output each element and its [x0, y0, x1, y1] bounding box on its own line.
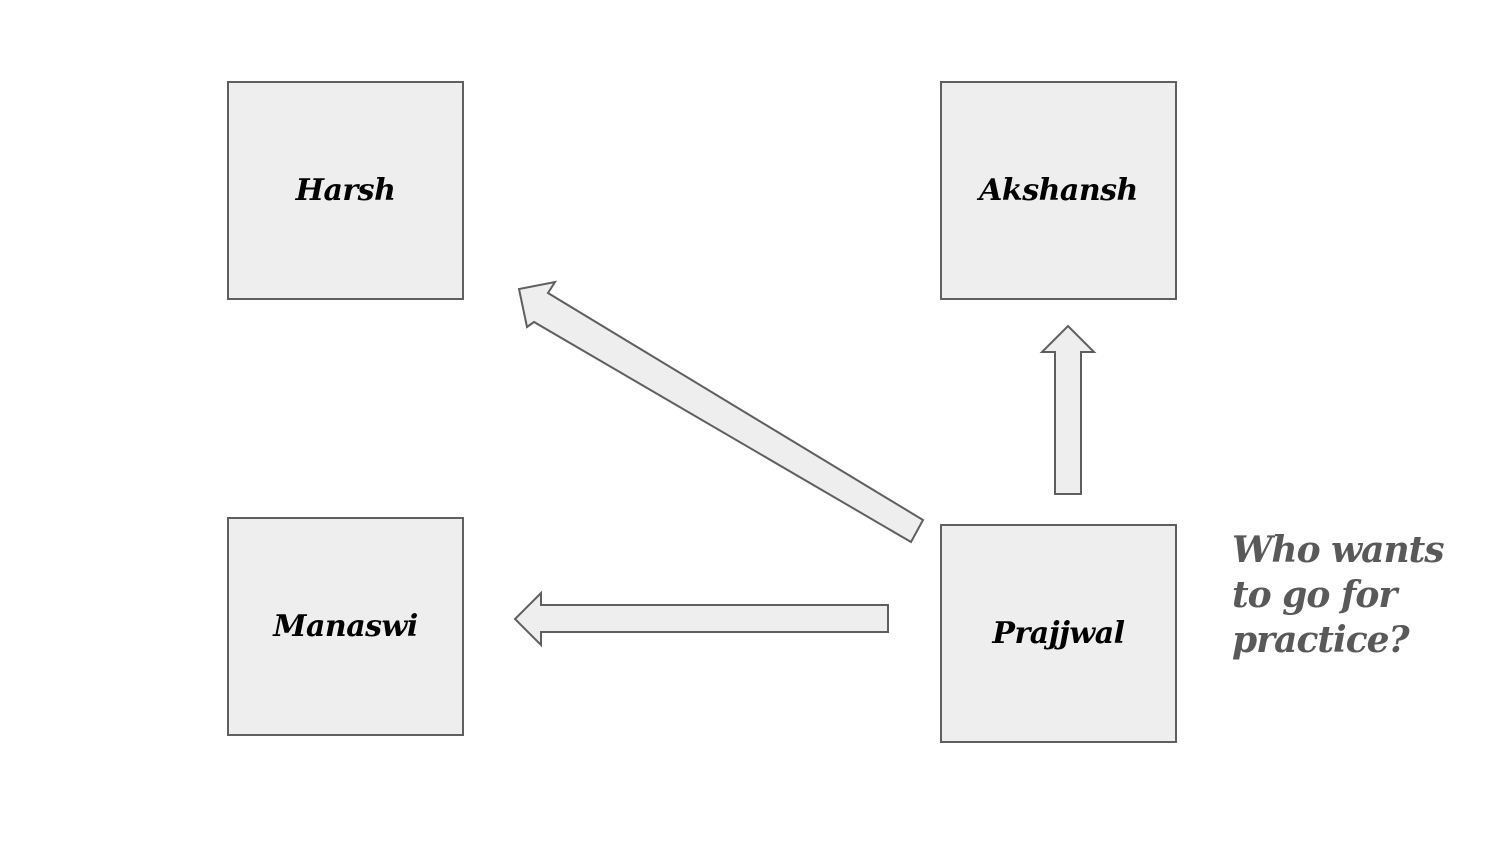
node-akshansh: Akshansh: [940, 81, 1177, 300]
node-manaswi: Manaswi: [227, 517, 464, 736]
node-harsh: Harsh: [227, 81, 464, 300]
node-label-akshansh: Akshansh: [979, 173, 1138, 208]
arrow-prajjwal-to-manaswi: [513, 590, 889, 648]
node-label-harsh: Harsh: [295, 173, 396, 208]
question-caption: Who wants to go for practice?: [1232, 528, 1472, 663]
question-line-3: practice?: [1232, 619, 1410, 661]
node-prajjwal: Prajjwal: [940, 524, 1177, 743]
node-label-manaswi: Manaswi: [273, 609, 418, 644]
question-line-2: to go for: [1232, 574, 1397, 616]
node-label-prajjwal: Prajjwal: [992, 616, 1125, 651]
arrow-prajjwal-to-akshansh: [1039, 324, 1097, 495]
arrow-prajjwal-to-harsh: [517, 280, 925, 544]
question-line-1: Who wants: [1232, 529, 1445, 571]
